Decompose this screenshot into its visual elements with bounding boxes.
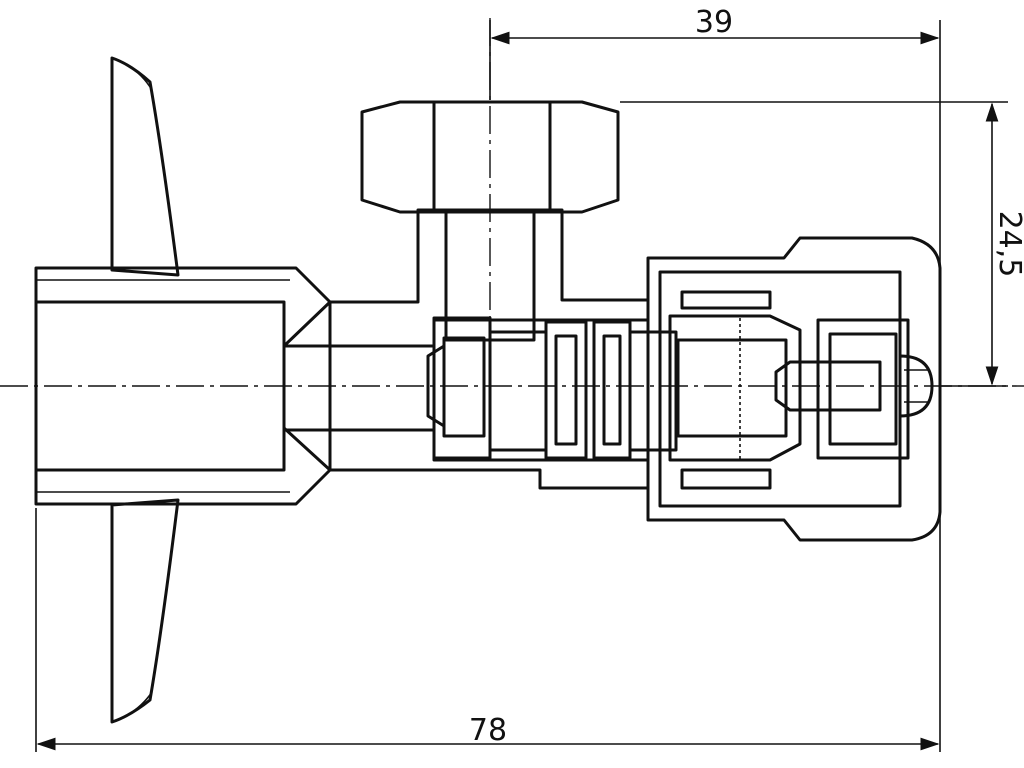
dimension-right-height-label: 24,5	[992, 211, 1024, 278]
dimension-right-height: 24,5	[985, 102, 1024, 386]
dimension-top-width: 39	[490, 5, 940, 45]
spindle-stem	[774, 360, 882, 412]
dimension-bottom-width-label: 78	[469, 713, 507, 748]
handle-cap	[646, 236, 942, 542]
screw-head	[898, 354, 934, 418]
extension-lines	[35, 20, 1008, 752]
outlet-hex-nut	[360, 100, 620, 214]
gland-nut	[668, 290, 802, 490]
dimension-bottom-width: 78	[36, 713, 940, 751]
wall-flange	[110, 56, 180, 724]
valve-spindle-assembly	[426, 316, 678, 460]
dimension-top-width-label: 39	[695, 5, 733, 40]
